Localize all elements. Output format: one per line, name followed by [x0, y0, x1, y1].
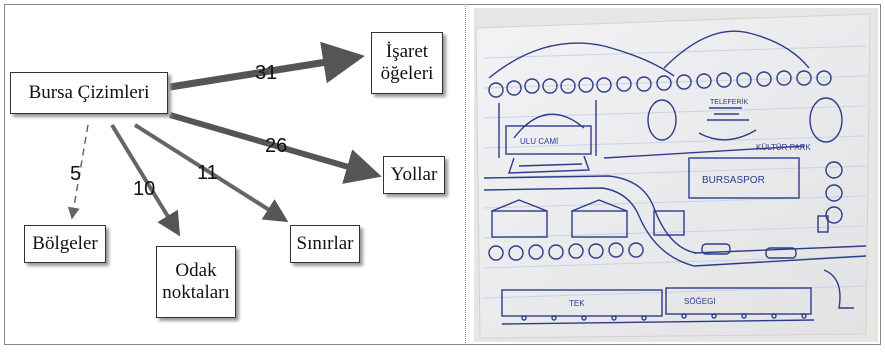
tree-row-mid	[488, 242, 644, 261]
label-ulu-cami: ULU CAMİ	[520, 137, 558, 146]
sinirlar-label: Sınırlar	[296, 233, 354, 255]
yollar-label: Yollar	[390, 164, 438, 186]
node-bolgeler: Bölgeler	[24, 225, 106, 263]
node-sinirlar: Sınırlar	[290, 225, 360, 263]
count-yollar: 26	[265, 135, 288, 157]
label-tek: TEK	[569, 299, 585, 308]
table-frame	[4, 4, 881, 345]
sketch-drawing: ULU CAMİ KÜLTÜR PARK BURSASPOR TELEFERİK…	[474, 8, 878, 342]
isaret-label-2: öğeleri	[380, 63, 434, 84]
count-sinirlar: 11	[197, 162, 218, 184]
edge-odak	[110, 123, 181, 237]
building-1	[491, 210, 548, 238]
building-2	[571, 210, 628, 238]
isaret-label-1: İşaret	[385, 41, 429, 63]
edge-bolgeler	[67, 124, 89, 220]
tram-wheels	[521, 313, 807, 321]
tree-row-top	[488, 70, 832, 98]
edge-yollar	[169, 112, 382, 184]
label-bursaspor: BURSASPOR	[702, 175, 765, 186]
column-divider	[465, 4, 466, 345]
edge-isaret	[169, 41, 365, 91]
bolgeler-label: Bölgeler	[32, 233, 98, 255]
tram-2	[665, 287, 812, 315]
ulu-cami-dome	[513, 113, 585, 139]
root-label: Bursa Çizimleri	[28, 82, 150, 104]
label-kultur-park: KÜLTÜR PARK	[756, 143, 811, 152]
root-node: Bursa Çizimleri	[10, 72, 168, 114]
count-isaret: 31	[255, 62, 278, 84]
mountain-right	[663, 30, 810, 69]
teleferik-sketch	[707, 107, 749, 121]
hand-drawn-map-photo: ULU CAMİ KÜLTÜR PARK BURSASPOR TELEFERİK…	[474, 8, 878, 342]
tree-row-right	[825, 161, 843, 224]
mountain-left	[488, 42, 675, 79]
odak-label-2: noktaları	[162, 282, 230, 303]
node-isaret: İşaret öğeleri	[371, 32, 443, 94]
count-bolgeler: 5	[70, 163, 82, 185]
odak-label-1: Odak	[175, 260, 217, 282]
count-odak: 10	[133, 178, 156, 200]
label-sogegi: SÖĞEGİ	[684, 297, 716, 306]
edge-sinirlar	[133, 123, 289, 223]
node-yollar: Yollar	[383, 156, 445, 194]
label-teleferik: TELEFERİK	[710, 97, 748, 106]
cars	[701, 243, 797, 259]
tram-1	[501, 289, 663, 317]
node-odak: Odak noktaları	[156, 246, 236, 318]
